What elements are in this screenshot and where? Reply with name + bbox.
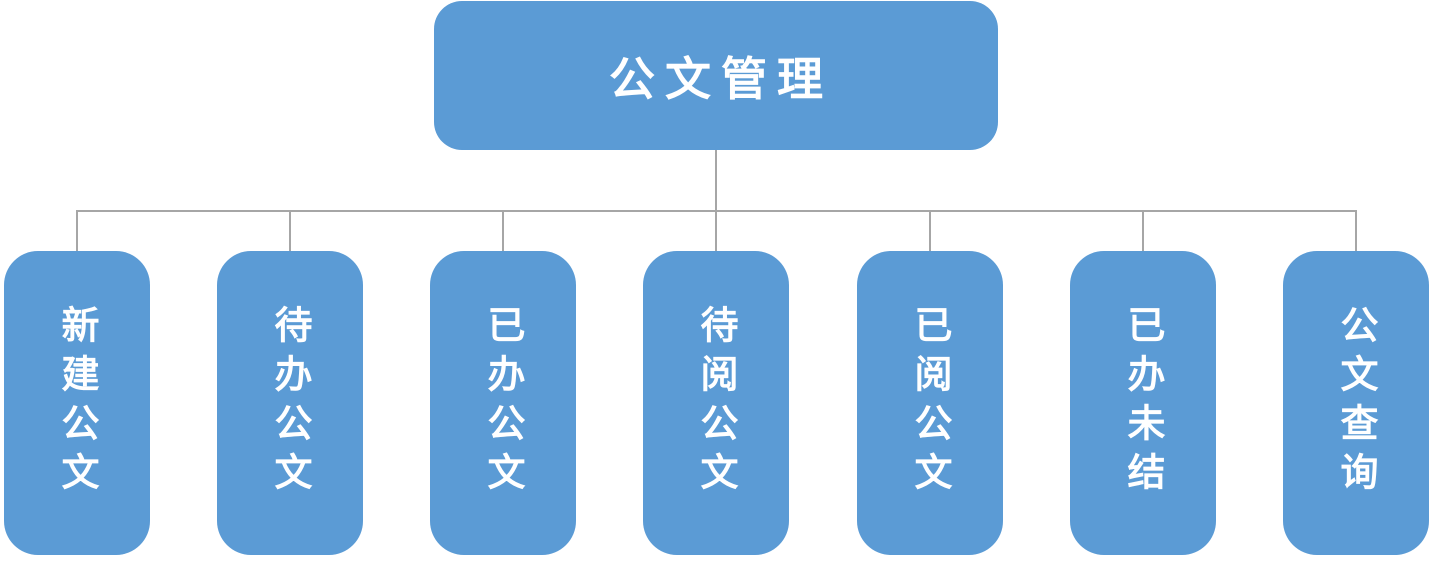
- child-node-label: 已阅公文: [908, 305, 952, 501]
- node-new-document[interactable]: 新建公文: [4, 251, 150, 555]
- node-to-read-documents[interactable]: 待阅公文: [643, 251, 789, 555]
- node-handled-documents[interactable]: 已办公文: [430, 251, 576, 555]
- node-document-search[interactable]: 公文查询: [1283, 251, 1429, 555]
- child-node-label: 已办未结: [1121, 305, 1165, 501]
- child-node-label: 已办公文: [481, 305, 525, 501]
- child-node-label: 待阅公文: [694, 305, 738, 501]
- root-node-label: 公文管理: [609, 51, 833, 106]
- child-node-label: 公文查询: [1334, 305, 1378, 501]
- node-handled-unresolved[interactable]: 已办未结: [1070, 251, 1216, 555]
- child-node-label: 待办公文: [268, 305, 312, 501]
- node-read-documents[interactable]: 已阅公文: [857, 251, 1003, 555]
- node-document-management-root[interactable]: 公文管理: [434, 1, 998, 150]
- child-node-label: 新建公文: [55, 305, 99, 501]
- node-pending-documents[interactable]: 待办公文: [217, 251, 363, 555]
